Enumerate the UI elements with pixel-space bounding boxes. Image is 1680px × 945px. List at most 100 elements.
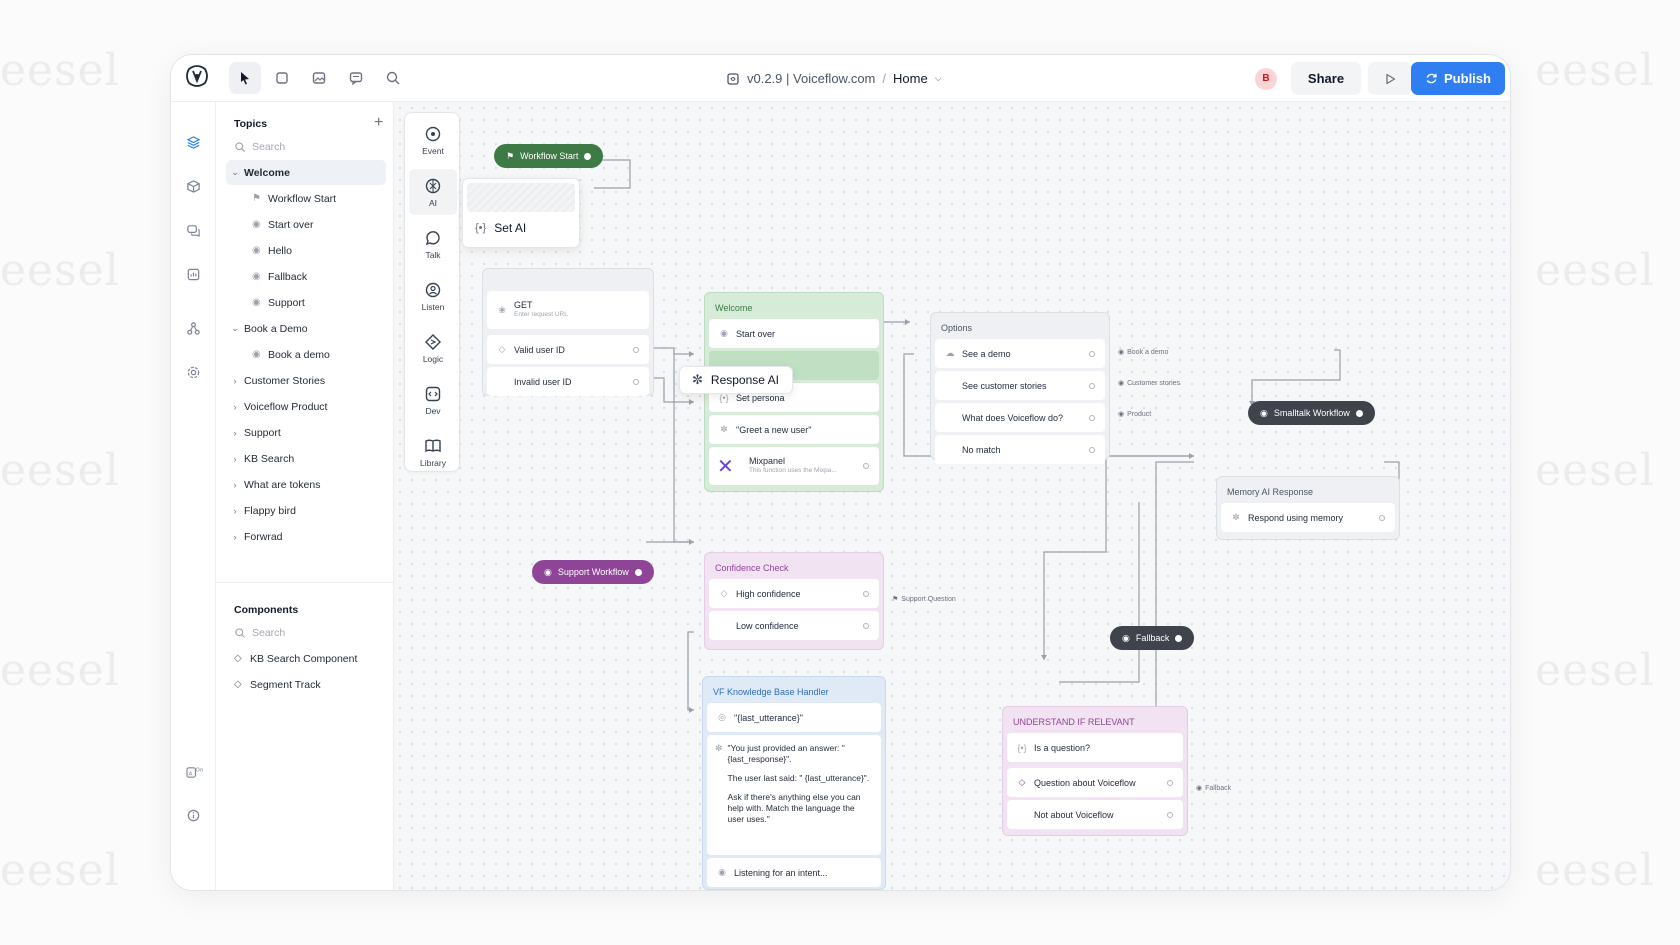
layers-icon[interactable] [183, 132, 203, 152]
tag-customer-stories[interactable]: ◉Customer stories [1118, 379, 1180, 388]
palette-ai[interactable]: AI [409, 169, 457, 215]
comment-tool-icon[interactable] [340, 62, 372, 94]
output-port[interactable] [1167, 811, 1173, 818]
step-last-utterance[interactable]: ◎ "{last_utterance}" [707, 703, 881, 732]
step-is-a-question[interactable]: {•} Is a question? [1007, 733, 1183, 762]
step-api-get[interactable]: ❀ GET Enter request URL [487, 291, 649, 329]
components-search-input[interactable] [252, 627, 372, 639]
output-port[interactable] [1089, 350, 1095, 357]
step-set-persona[interactable]: {•} Set persona [709, 383, 879, 412]
sidebar-topic-what-are-tokens[interactable]: › What are tokens [226, 472, 386, 497]
step-no-match[interactable]: No match [935, 435, 1105, 464]
avatar[interactable]: B [1255, 68, 1277, 90]
sidebar-topic-book-a-demo[interactable]: ⌄ Book a Demo [226, 316, 386, 341]
tag-book-a-demo[interactable]: ◉Book a demo [1118, 348, 1168, 357]
output-port[interactable] [863, 590, 869, 597]
workflow-canvas[interactable]: Event AI Talk Listen Logic Dev [394, 102, 1510, 890]
sidebar-component-segment-track[interactable]: ◇ Segment Track [226, 672, 386, 697]
output-port[interactable] [633, 346, 639, 353]
step-question-about-voiceflow[interactable]: ◇ Question about Voiceflow [1007, 768, 1183, 797]
sticky-note-tool-icon[interactable] [266, 62, 298, 94]
set-ai-tooltip[interactable]: {•} Set AI [462, 178, 580, 248]
step-start-over[interactable]: ◉ Start over [709, 319, 879, 348]
sidebar-topic-voiceflow-product[interactable]: › Voiceflow Product [226, 394, 386, 419]
tag-product[interactable]: ◉Product [1118, 410, 1151, 419]
run-button[interactable] [1368, 62, 1412, 95]
publish-button[interactable]: Publish [1411, 62, 1505, 95]
palette-event[interactable]: Event [409, 117, 457, 163]
api-block[interactable]: ❀ GET Enter request URL ◇ Valid user ID … [482, 268, 654, 396]
confidence-check-block[interactable]: Confidence Check ◇ High confidence Low c… [704, 552, 884, 650]
output-port[interactable] [633, 378, 639, 385]
voiceflow-logo-icon[interactable] [183, 65, 211, 91]
step-see-a-demo[interactable]: ☁ See a demo [935, 339, 1105, 368]
sidebar-intent-fallback[interactable]: ◉ Fallback [226, 264, 386, 289]
sidebar-topic-support[interactable]: › Support [226, 420, 386, 445]
output-port[interactable] [1355, 409, 1363, 417]
output-port[interactable] [1379, 514, 1385, 521]
add-topic-plus-icon[interactable]: + [374, 114, 384, 131]
palette-talk[interactable]: Talk [409, 221, 457, 267]
tag-fallback[interactable]: ◉Fallback [1196, 784, 1231, 793]
step-listening[interactable]: ◉ Listening for an intent... [707, 858, 881, 887]
palette-listen[interactable]: Listen [409, 273, 457, 319]
support-workflow-pill[interactable]: ◉ Support Workflow [532, 560, 654, 584]
output-port[interactable] [1089, 382, 1095, 389]
step-greet-new-user[interactable]: ✼ "Greet a new user" [709, 415, 879, 444]
sidebar-topic-kb-search[interactable]: › KB Search [226, 446, 386, 471]
sidebar-topic-forwrad[interactable]: › Forwrad [226, 524, 386, 549]
info-icon[interactable] [183, 805, 203, 825]
step-high-confidence[interactable]: ◇ High confidence [709, 579, 879, 608]
sidebar-intent-support[interactable]: ◉ Support [226, 290, 386, 315]
sidebar-intent-start-over[interactable]: ◉ Start over [226, 212, 386, 237]
output-port[interactable] [863, 622, 869, 629]
step-prompt[interactable]: ✼ "You just provided an answer: " {last_… [707, 735, 881, 855]
memory-ai-response-block[interactable]: Memory AI Response ✼ Respond using memor… [1216, 476, 1400, 540]
sidebar-topic-flappy-bird[interactable]: › Flappy bird [226, 498, 386, 523]
tag-support-question[interactable]: ⚑Support Question [892, 595, 956, 604]
output-port[interactable] [584, 152, 592, 160]
analytics-icon[interactable] [183, 264, 203, 284]
step-see-customer-stories[interactable]: See customer stories [935, 371, 1105, 400]
output-port[interactable] [1175, 634, 1183, 642]
sidebar-intent-hello[interactable]: ◉ Hello [226, 238, 386, 263]
topics-search-input[interactable] [252, 141, 372, 153]
output-port[interactable] [1167, 779, 1173, 786]
share-button[interactable]: Share [1291, 62, 1361, 95]
conversations-icon[interactable] [183, 220, 203, 240]
settings-gear-icon[interactable] [183, 362, 203, 382]
cube-icon[interactable] [183, 176, 203, 196]
search-icon[interactable] [377, 62, 409, 94]
step-respond-using-memory[interactable]: ✼ Respond using memory [1221, 503, 1395, 532]
palette-logic[interactable]: Logic [409, 325, 457, 371]
step-mixpanel[interactable]: ✕ Mixpanel This function uses the Mixpa.… [709, 447, 879, 485]
step-what-does-voiceflow-do[interactable]: What does Voiceflow do? [935, 403, 1105, 432]
sidebar-intent-workflow-start[interactable]: ⚑ Workflow Start [226, 186, 386, 211]
kb-handler-block[interactable]: VF Knowledge Base Handler ◎ "{last_utter… [702, 676, 886, 890]
output-port[interactable] [634, 568, 642, 576]
understand-question-block[interactable]: UNDERSTAND IF RELEVANT QUESTION {•} Is a… [1002, 706, 1188, 836]
sidebar-component-kb-search[interactable]: ◇ KB Search Component [226, 646, 386, 671]
workflow-start-pill[interactable]: ⚑ Workflow Start [494, 144, 604, 168]
options-block[interactable]: Options ☁ See a demo See customer storie… [930, 312, 1110, 464]
output-port[interactable] [1089, 446, 1095, 453]
palette-library[interactable]: Library [409, 429, 457, 475]
step-low-confidence[interactable]: Low confidence [709, 611, 879, 640]
smalltalk-workflow-pill[interactable]: ◉ Smalltalk Workflow [1248, 401, 1375, 425]
step-not-about-voiceflow[interactable]: Not about Voiceflow [1007, 800, 1183, 829]
select-tool-icon[interactable] [229, 62, 261, 94]
chevron-down-icon[interactable]: ⌵ [934, 73, 942, 83]
output-port[interactable] [1089, 414, 1095, 421]
sidebar-topic-customer-stories[interactable]: › Customer Stories [226, 368, 386, 393]
fallback-pill[interactable]: ◉ Fallback [1110, 626, 1195, 650]
step-valid-user-id[interactable]: ◇ Valid user ID [487, 335, 649, 364]
breadcrumb-home[interactable]: Home [893, 71, 928, 86]
response-ai-tooltip[interactable]: ✼ Response AI [679, 366, 793, 394]
image-tool-icon[interactable] [303, 62, 335, 94]
sidebar-intent-book-a-demo[interactable]: ◉ Book a demo [226, 342, 386, 367]
palette-dev[interactable]: Dev [409, 377, 457, 423]
output-port[interactable] [863, 463, 869, 469]
step-invalid-user-id[interactable]: Invalid user ID [487, 367, 649, 396]
sidebar-topic-welcome[interactable]: ⌄ Welcome [226, 160, 386, 185]
